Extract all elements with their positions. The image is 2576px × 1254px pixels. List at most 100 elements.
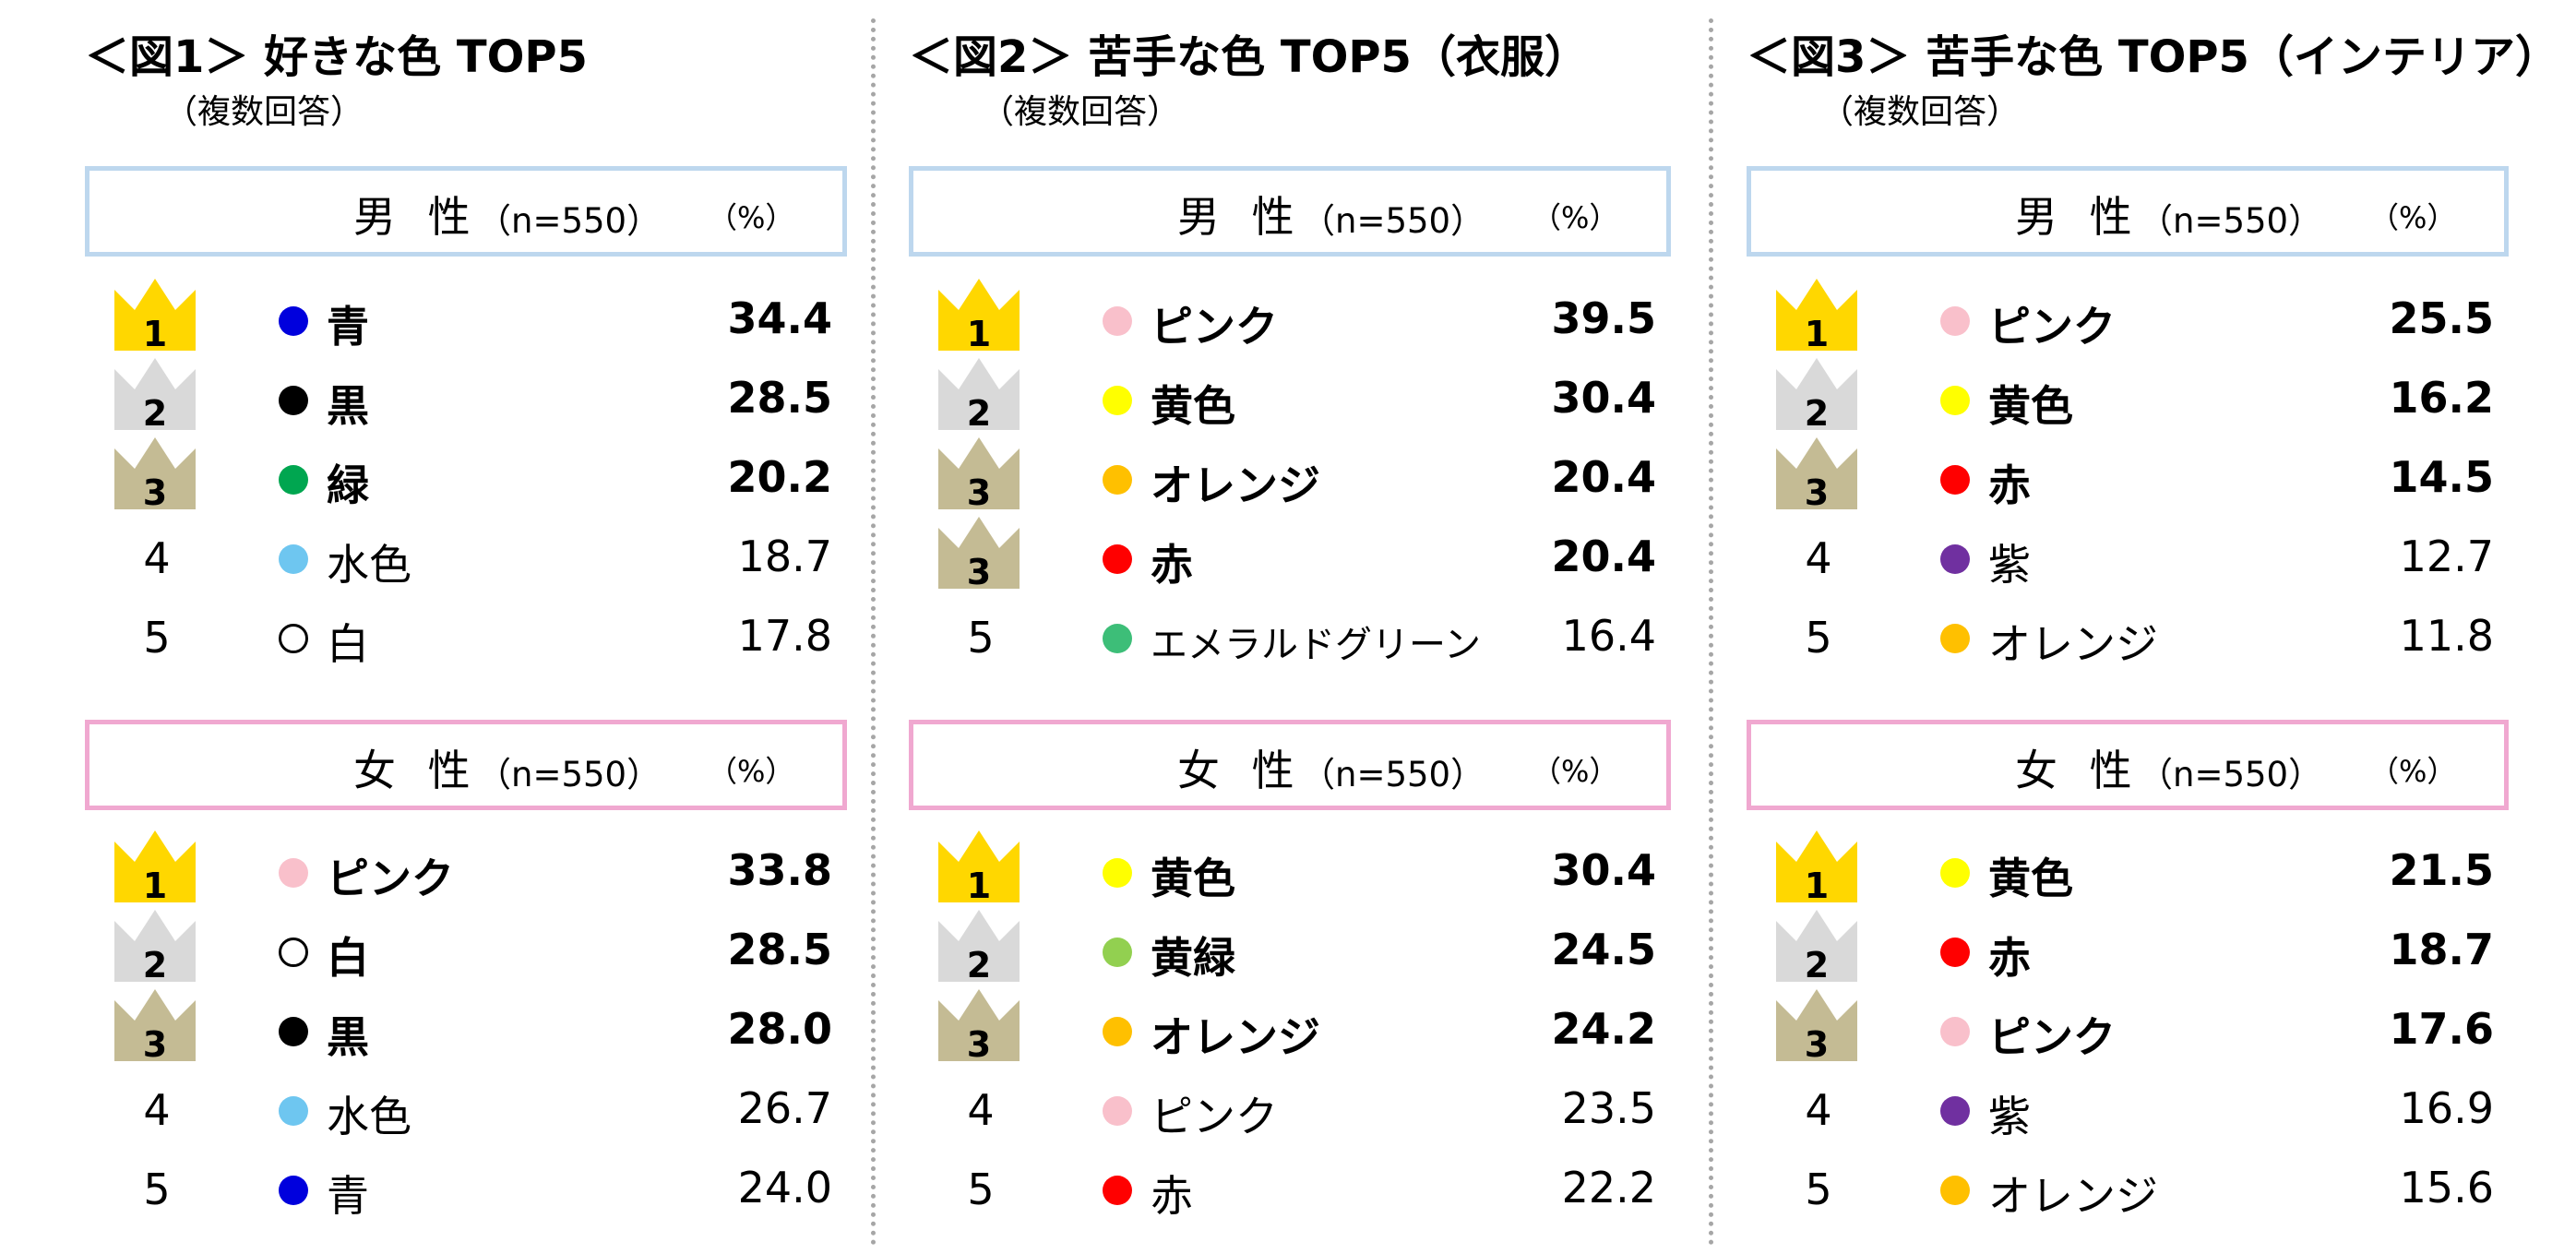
- rank-number: 3: [142, 472, 168, 513]
- color-name: 緑: [327, 460, 369, 510]
- color-swatch: [1103, 1096, 1132, 1126]
- color-swatch: [1103, 306, 1132, 336]
- color-swatch: [279, 624, 308, 653]
- rank-number: 3: [1804, 472, 1830, 513]
- crown-icon: [1776, 830, 1857, 902]
- rank-number: 5: [143, 613, 171, 663]
- rank-number: 2: [1804, 945, 1830, 985]
- color-name: 白: [327, 619, 369, 669]
- crown-shape: [938, 910, 1020, 982]
- ranking-row: 4 紫 16.9: [1747, 1074, 2512, 1148]
- sample-size: （n=550）: [1301, 201, 1485, 241]
- crown-icon: [938, 279, 1020, 351]
- percentage-value: 21.5: [2389, 845, 2495, 895]
- color-swatch: [1940, 544, 1970, 574]
- crown-shape: [1776, 910, 1857, 982]
- percentage-value: 22.2: [1561, 1163, 1656, 1212]
- color-swatch: [1940, 938, 1970, 967]
- percentage-value: 17.6: [2389, 1004, 2495, 1054]
- color-swatch: [1103, 1017, 1132, 1046]
- color-swatch: [1940, 386, 1970, 415]
- sample-size: （n=550）: [2139, 755, 2323, 794]
- gender-label: 男 性: [2015, 192, 2141, 242]
- crown-shape: [938, 517, 1020, 589]
- unit-label: （%）: [2369, 200, 2457, 235]
- rank-number: 5: [967, 1164, 995, 1214]
- color-swatch: [1940, 465, 1970, 495]
- gender-label: 女 性: [353, 746, 480, 795]
- percentage-value: 17.8: [737, 611, 832, 661]
- color-name: オレンジ: [1151, 1012, 1320, 1062]
- ranking-row: 3 ピンク 17.6: [1747, 989, 2512, 1069]
- rank-number: 5: [1805, 613, 1832, 663]
- color-name: 黄色: [1988, 381, 2073, 431]
- rank-number: 1: [1804, 866, 1830, 906]
- percentage-value: 24.0: [737, 1163, 832, 1212]
- unit-label: （%）: [708, 200, 795, 235]
- figure-panel-3: ＜図3＞ 苦手な色 TOP5（インテリア）（複数回答）男 性（n=550）（%）…: [1747, 0, 2559, 1254]
- rank-number: 4: [1805, 533, 1832, 583]
- color-swatch: [279, 1176, 308, 1205]
- percentage-value: 28.5: [727, 925, 833, 974]
- color-name: ピンク: [1988, 1012, 2116, 1062]
- rank-number: 4: [967, 1085, 995, 1135]
- percentage-value: 16.4: [1561, 611, 1656, 661]
- percentage-value: 18.7: [2389, 925, 2495, 974]
- color-swatch: [1940, 1096, 1970, 1126]
- figure-title: ＜図3＞ 苦手な色 TOP5（インテリア）: [1747, 31, 2559, 83]
- figure-subtitle: （複数回答）: [981, 93, 1181, 131]
- color-swatch: [279, 306, 308, 336]
- rank-number: 5: [143, 1164, 171, 1214]
- crown-icon: [938, 437, 1020, 509]
- crown-icon: [114, 358, 196, 430]
- color-swatch: [1103, 465, 1132, 495]
- crown-shape: [938, 830, 1020, 902]
- gender-header-male: 男 性（n=550）（%）: [1747, 166, 2509, 257]
- percentage-value: 39.5: [1551, 293, 1657, 343]
- color-name: 赤: [1988, 933, 2031, 983]
- crown-icon: [938, 517, 1020, 589]
- percentage-value: 11.8: [2399, 611, 2494, 661]
- percentage-value: 16.9: [2399, 1083, 2494, 1133]
- sample-size: （n=550）: [1301, 755, 1485, 794]
- percentage-value: 15.6: [2399, 1163, 2494, 1212]
- color-name: オレンジ: [1988, 619, 2158, 669]
- rank-number: 3: [966, 472, 992, 513]
- crown-shape: [938, 358, 1020, 430]
- crown-shape: [114, 910, 196, 982]
- figure-subtitle: （複数回答）: [1820, 93, 2021, 131]
- gender-header-male: 男 性（n=550）（%）: [909, 166, 1671, 257]
- percentage-value: 28.0: [727, 1004, 833, 1054]
- rank-number: 3: [1804, 1024, 1830, 1065]
- crown-shape: [1776, 989, 1857, 1061]
- rank-number: 4: [1805, 1085, 1832, 1135]
- gender-header-male: 男 性（n=550）（%）: [85, 166, 847, 257]
- unit-label: （%）: [1532, 200, 1619, 235]
- percentage-value: 30.4: [1551, 845, 1657, 895]
- crown-icon: [938, 989, 1020, 1061]
- gender-label: 女 性: [2015, 746, 2141, 795]
- percentage-value: 12.7: [2399, 531, 2494, 581]
- color-name: 黒: [327, 1012, 369, 1062]
- color-swatch: [1103, 1176, 1132, 1205]
- percentage-value: 24.2: [1551, 1004, 1657, 1054]
- rank-number: 1: [142, 866, 168, 906]
- color-swatch: [279, 465, 308, 495]
- color-swatch: [279, 1017, 308, 1046]
- color-name: 黄色: [1988, 854, 2073, 903]
- color-name: 赤: [1151, 540, 1193, 590]
- unit-label: （%）: [1532, 754, 1619, 789]
- color-swatch: [1940, 1176, 1970, 1205]
- color-name: 紫: [1988, 1092, 2031, 1141]
- crown-icon: [1776, 358, 1857, 430]
